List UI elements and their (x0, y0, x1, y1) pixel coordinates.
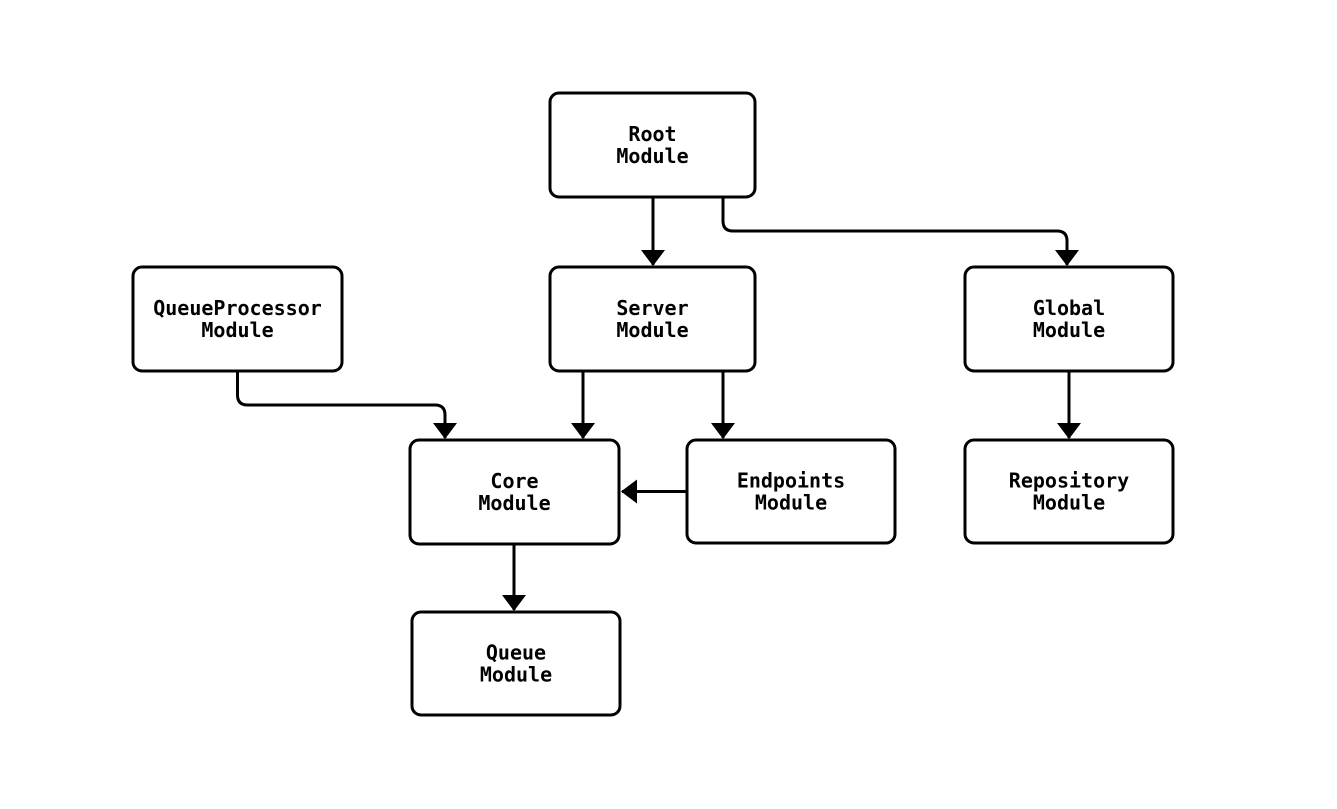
node-label-line2: Module (755, 491, 827, 515)
node-core-module: Core Module (408, 438, 621, 546)
node-queueprocessor-module: QueueProcessor Module (131, 265, 344, 373)
node-label-line2: Module (616, 318, 688, 342)
node-label-line1: QueueProcessor (153, 296, 322, 320)
node-label-line1: Endpoints (737, 469, 845, 493)
edge-root-to-global (721, 197, 1079, 266)
node-label-line1: Core (490, 469, 538, 493)
node-label-line1: Root (628, 122, 676, 146)
node-box (963, 438, 1175, 545)
edge-queueprocessor-to-core (236, 371, 457, 439)
node-box (548, 265, 757, 373)
node-label-line1: Repository (1009, 469, 1129, 493)
node-box (410, 610, 622, 717)
node-label-line2: Module (478, 491, 550, 515)
node-box (131, 265, 344, 373)
node-label-line2: Module (1033, 491, 1105, 515)
node-label-line1: Queue (486, 641, 546, 665)
node-label-line1: Global (1033, 296, 1105, 320)
node-label-line2: Module (616, 144, 688, 168)
node-queue-module: Queue Module (410, 610, 622, 717)
node-root-module: Root Module (548, 91, 757, 199)
node-box (963, 265, 1175, 373)
node-server-module: Server Module (548, 265, 757, 373)
node-endpoints-module: Endpoints Module (685, 438, 897, 545)
diagram-edges (236, 197, 1081, 611)
node-global-module: Global Module (963, 265, 1175, 373)
node-box (685, 438, 897, 545)
node-label-line2: Module (201, 318, 273, 342)
node-label-line2: Module (1033, 318, 1105, 342)
node-repository-module: Repository Module (963, 438, 1175, 545)
node-box (548, 91, 757, 199)
node-label-line1: Server (616, 296, 688, 320)
node-box (408, 438, 621, 546)
node-label-line2: Module (480, 663, 552, 687)
